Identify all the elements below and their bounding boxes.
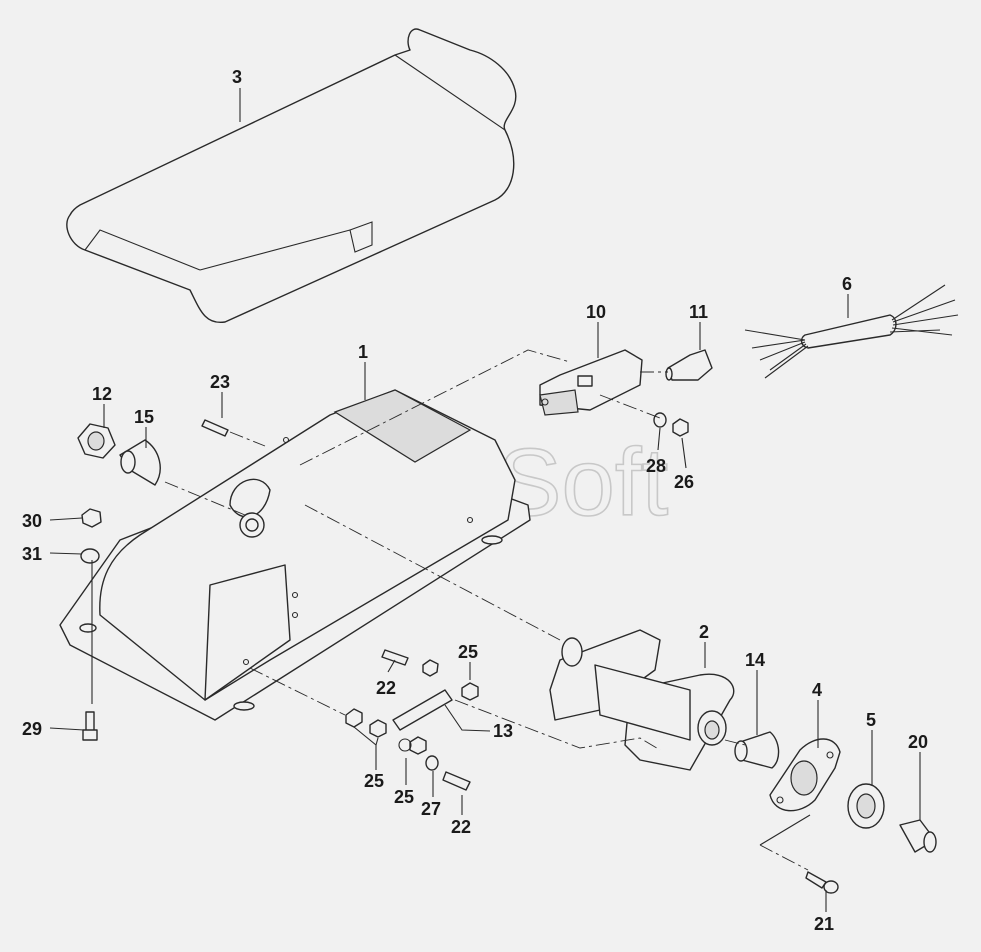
nut-25b-part — [461, 682, 479, 701]
callout-25b: 25 — [364, 771, 384, 791]
nut-26-part — [672, 418, 689, 437]
callout-12: 12 — [92, 384, 112, 404]
leader-lines — [49, 88, 921, 912]
callout-20: 20 — [908, 732, 928, 752]
sleeve-15-part — [119, 439, 161, 486]
callout-13: 13 — [493, 721, 513, 741]
callout-11: 11 — [689, 302, 708, 322]
nut-25e-part — [409, 736, 427, 755]
bolt-23-part — [201, 419, 229, 437]
callout-25c: 25 — [394, 787, 414, 807]
callout-30: 30 — [22, 511, 42, 531]
washer-27-part — [425, 755, 439, 771]
callout-5: 5 — [866, 710, 876, 730]
bolt-21-part — [805, 871, 839, 894]
screw-20-part — [899, 819, 937, 853]
washer-part — [847, 783, 885, 829]
callout-27: 27 — [421, 799, 441, 819]
callout-10: 10 — [586, 302, 606, 322]
pivot-bracket-part — [549, 629, 735, 771]
callout-3: 3 — [232, 67, 242, 87]
callout-22a: 22 — [376, 678, 396, 698]
pedal-frame-part — [59, 389, 531, 721]
callout-21: 21 — [814, 914, 834, 934]
nut-30-part — [81, 508, 102, 528]
callout-29: 29 — [22, 719, 42, 739]
callout-15: 15 — [134, 407, 154, 427]
washer-28-part — [653, 412, 667, 428]
bolt-22b-part — [442, 771, 471, 791]
flange-part — [769, 738, 841, 812]
callout-28: 28 — [646, 456, 666, 476]
washer-31-part — [80, 548, 100, 564]
callout-2: 2 — [699, 622, 709, 642]
bolt-29-part — [82, 711, 98, 741]
callout-31: 31 — [22, 544, 42, 564]
callout-26: 26 — [674, 472, 694, 492]
pedal-cover-part — [66, 28, 517, 324]
bushing-part — [734, 731, 780, 769]
nut-25c-part — [345, 708, 363, 728]
callout-6: 6 — [842, 274, 852, 294]
cable-part — [744, 284, 959, 379]
callout-22b: 22 — [451, 817, 471, 837]
callout-labels: 3 1 10 11 6 12 15 23 30 31 29 2 14 4 5 2… — [22, 67, 928, 934]
nut-25a-part — [422, 659, 439, 677]
callout-4: 4 — [812, 680, 822, 700]
callout-23: 23 — [210, 372, 230, 392]
switch-part — [539, 349, 643, 416]
pin-13-part — [392, 689, 453, 752]
fitting-part — [665, 349, 713, 381]
callout-25a: 25 — [458, 642, 478, 662]
nut-12-part — [77, 423, 116, 459]
callout-14: 14 — [745, 650, 765, 670]
nut-25d-part — [369, 719, 387, 738]
callout-1: 1 — [358, 342, 368, 362]
assembly-center-lines — [164, 349, 809, 871]
bolt-22a-part — [381, 649, 409, 666]
